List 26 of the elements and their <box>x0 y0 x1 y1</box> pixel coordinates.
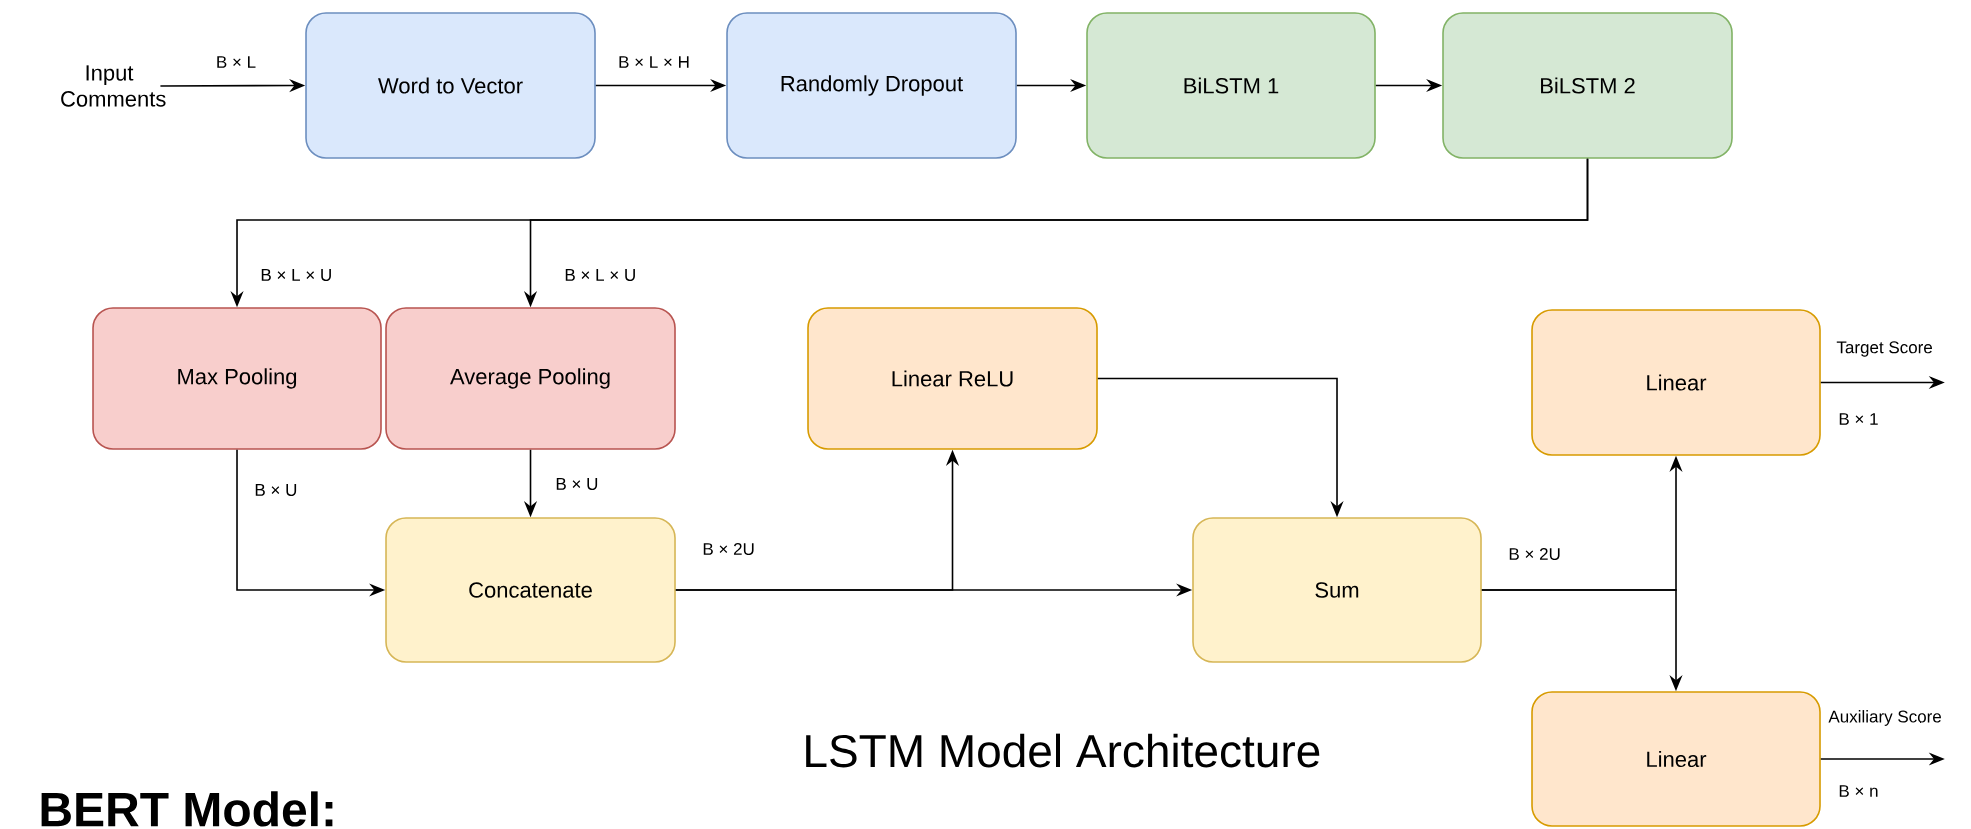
edge-label: Auxiliary Score <box>1826 708 1944 728</box>
dimension-label: B × n <box>1839 785 1878 797</box>
edge-label: B × L × U <box>258 267 335 283</box>
edge-label: Target Score <box>1834 339 1935 359</box>
process-box: Concatenate <box>385 517 676 663</box>
edge-label: B × 2U <box>1506 546 1563 562</box>
process-box: Average Pooling <box>385 307 676 450</box>
process-box: BiLSTM 2 <box>1442 12 1733 159</box>
edge-label: B × U <box>252 482 300 498</box>
edge-label: B × L <box>213 54 259 70</box>
process-box: Sum <box>1192 517 1482 663</box>
process-box: Max Pooling <box>92 307 382 450</box>
input-label: Input Comments <box>61 65 166 107</box>
process-box: Linear ReLU <box>807 307 1098 450</box>
edge-label: B × L × H <box>616 54 692 70</box>
process-box: Word to Vector <box>305 12 596 159</box>
edge-label: B × L × U <box>562 267 639 283</box>
process-box: Linear <box>1531 309 1821 456</box>
dimension-label: B × 1 <box>1839 413 1878 425</box>
section-heading: BERT Model: <box>41 791 333 827</box>
process-box: BiLSTM 1 <box>1086 12 1376 159</box>
process-box: Randomly Dropout <box>726 12 1017 159</box>
edge-label: B × 2U <box>700 541 757 557</box>
process-box: Linear <box>1531 691 1821 827</box>
caption: LSTM Model Architecture <box>806 733 1320 768</box>
edge-label: B × U <box>553 476 601 492</box>
